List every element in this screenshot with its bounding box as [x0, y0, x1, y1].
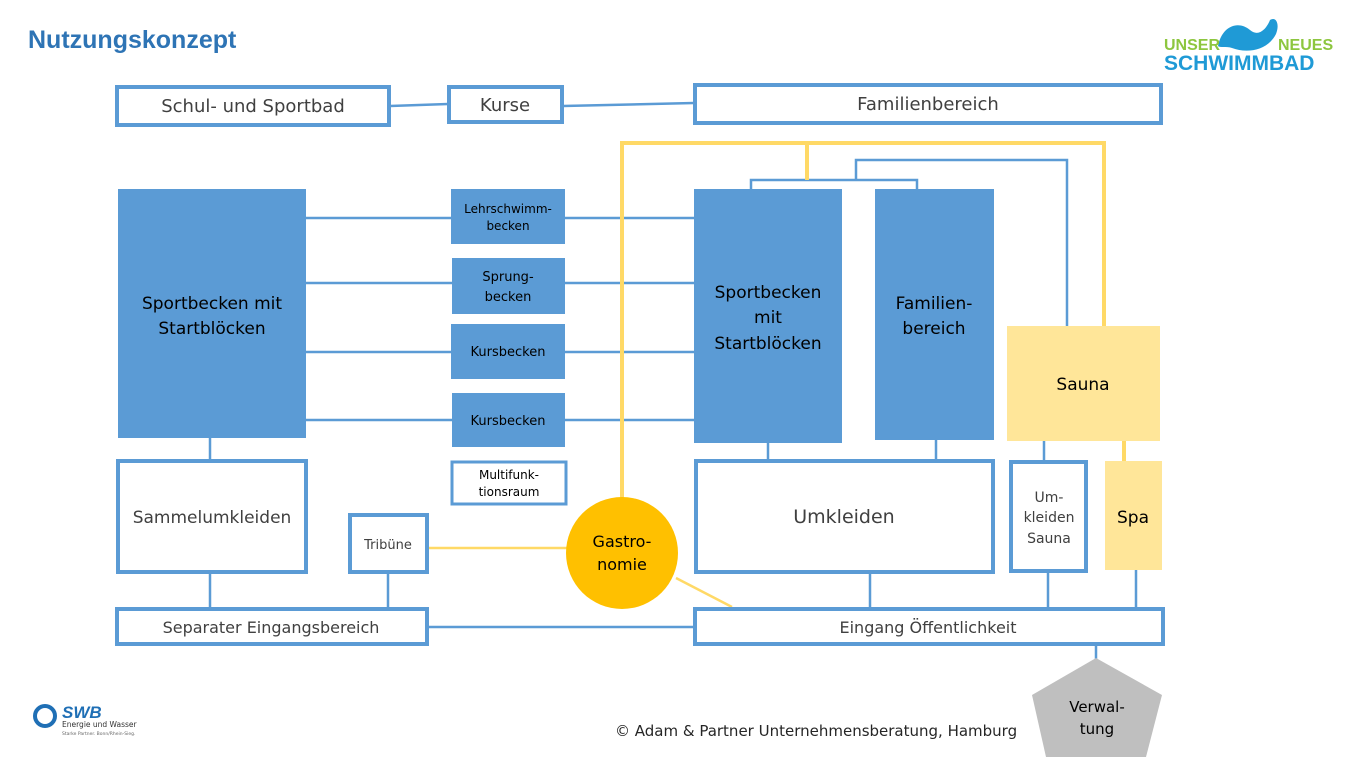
swb-ring-icon — [33, 704, 57, 728]
label-umkleiden-sauna-2: kleiden — [1024, 510, 1075, 526]
box-lehrschwimmbecken — [451, 189, 565, 244]
box-umkleiden — [694, 459, 995, 574]
label-gastronomie-1: Gastro- — [593, 532, 652, 551]
label-sportbecken-left-2: Startblöcken — [158, 319, 265, 339]
box-umkleiden-sauna — [1009, 460, 1088, 573]
label-sportbecken-left-1: Sportbecken mit — [142, 294, 282, 314]
swb-name: SWB — [62, 703, 102, 722]
logo-word-unser: UNSER — [1164, 37, 1220, 54]
wave-icon — [1218, 18, 1278, 51]
logo-word-schwimmbad: SCHWIMMBAD — [1164, 52, 1314, 75]
label-sauna: Sauna — [1056, 375, 1109, 395]
label-umkleiden: Umkleiden — [793, 506, 894, 528]
label-familienbereich-top: Familienbereich — [857, 94, 999, 115]
swb-logo: SWB Energie und Wasser Starke Partner. B… — [33, 703, 138, 737]
label-separater-eingang: Separater Eingangsbereich — [163, 618, 380, 637]
box-familienbereich-pool — [875, 189, 994, 440]
box-multifunktionsraum — [450, 460, 568, 506]
label-sprung-2: becken — [485, 290, 532, 305]
blue-connectors — [208, 101, 1138, 629]
label-kurse: Kurse — [480, 95, 530, 116]
unser-neues-schwimmbad-logo: UNSER NEUES SCHWIMMBAD — [1164, 18, 1333, 75]
box-kursbecken-2 — [452, 393, 565, 447]
swb-subtitle-1: Energie und Wasser — [62, 720, 138, 729]
label-umkleiden-sauna-1: Um- — [1035, 490, 1064, 506]
box-sauna — [1007, 326, 1160, 441]
box-sprungbecken — [452, 258, 565, 314]
box-spa — [1105, 461, 1162, 570]
box-tribuene — [348, 513, 429, 574]
logo-word-neues: NEUES — [1278, 37, 1333, 54]
label-gastronomie-2: nomie — [597, 555, 647, 574]
label-sprung-1: Sprung- — [482, 270, 534, 285]
label-kursbecken-1: Kursbecken — [471, 345, 546, 360]
box-sportbecken-right — [694, 189, 842, 443]
box-familienbereich-top — [693, 83, 1163, 125]
pentagon-verwaltung — [1032, 658, 1162, 757]
label-schul-sportbad: Schul- und Sportbad — [161, 96, 345, 117]
page-title: Nutzungskonzept — [28, 26, 237, 54]
label-lehrschwimm-2: becken — [486, 219, 529, 233]
box-separater-eingang — [115, 607, 429, 646]
circle-gastronomie — [566, 497, 678, 609]
label-sportbecken-right-1: Sportbecken — [715, 283, 822, 303]
label-eingang-oeffentlichkeit: Eingang Öffentlichkeit — [840, 618, 1017, 637]
box-kursbecken-1 — [451, 324, 565, 379]
box-eingang-oeffentlichkeit — [693, 607, 1165, 646]
label-sportbecken-right-2: mit — [754, 308, 782, 328]
swb-subtitle-2: Starke Partner. Bonn/Rhein-Sieg. — [62, 731, 135, 737]
label-tribuene: Tribüne — [363, 538, 412, 553]
label-multifunktion-2: tionsraum — [479, 485, 540, 499]
yellow-connectors — [620, 141, 1126, 498]
label-spa: Spa — [1117, 508, 1149, 528]
box-sammelumkleiden — [116, 459, 308, 574]
label-familien-pool-2: bereich — [902, 319, 965, 339]
label-lehrschwimm-1: Lehrschwimm- — [464, 202, 552, 216]
label-verwaltung-1: Verwal- — [1069, 698, 1125, 716]
yellow-thin-connectors — [428, 546, 733, 609]
label-verwaltung-2: tung — [1080, 720, 1114, 738]
label-multifunktion-1: Multifunk- — [479, 468, 539, 482]
label-kursbecken-2: Kursbecken — [471, 414, 546, 429]
label-umkleiden-sauna-3: Sauna — [1027, 531, 1071, 547]
label-sportbecken-right-3: Startblöcken — [714, 334, 821, 354]
copyright-text: © Adam & Partner Unternehmensberatung, H… — [615, 722, 1017, 740]
label-familien-pool-1: Familien- — [896, 294, 973, 314]
box-schul-sportbad — [115, 85, 391, 127]
box-sportbecken-left — [118, 189, 306, 438]
label-sammelumkleiden: Sammelumkleiden — [133, 508, 292, 528]
box-kurse — [447, 85, 564, 124]
